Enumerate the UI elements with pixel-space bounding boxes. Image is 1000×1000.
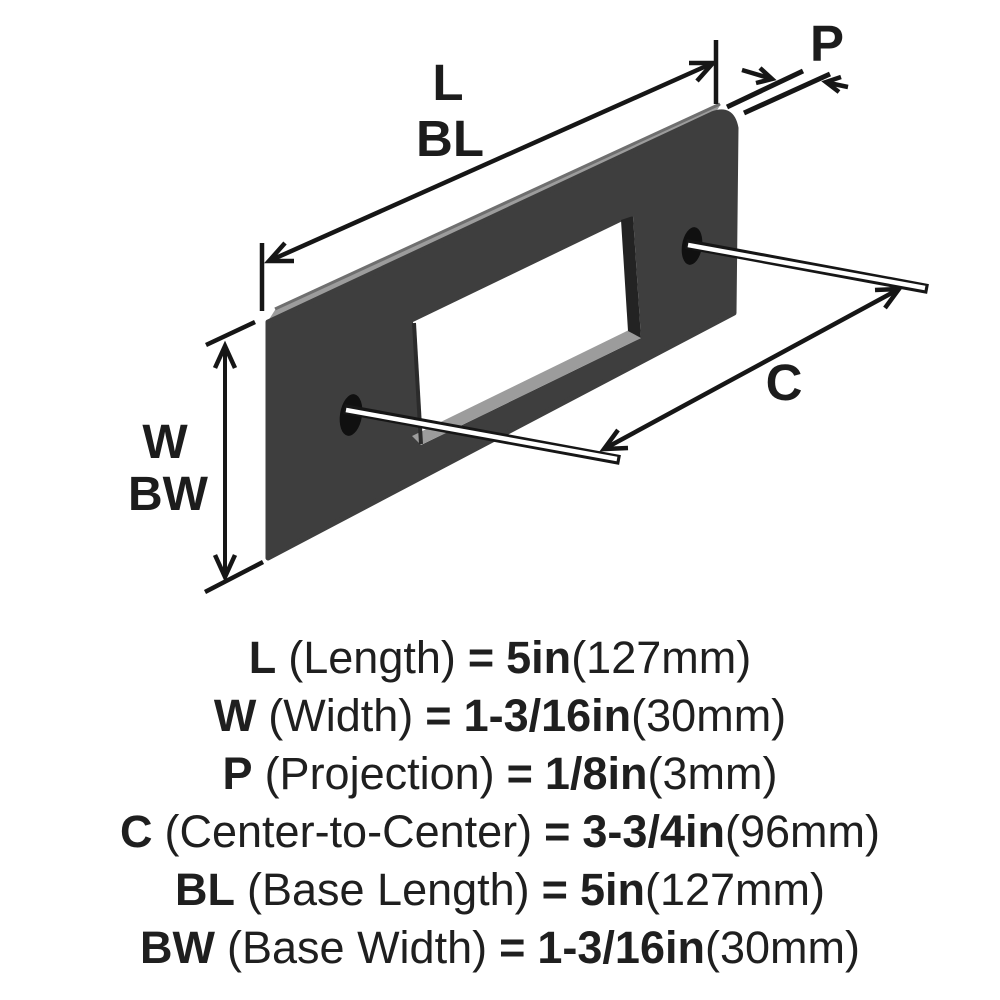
spec-metric: (3mm) <box>647 748 778 799</box>
left-hole-callout <box>345 407 618 462</box>
center-dim-left-arrow <box>599 428 629 452</box>
width-dim-bottom-tick <box>203 560 265 594</box>
spec-line-base-length: BL(Base Length)=5in(127mm) <box>0 861 1000 919</box>
spec-metric: (30mm) <box>704 922 860 973</box>
spec-value: 1-3/16in <box>537 922 705 973</box>
cutout-opening <box>413 216 641 445</box>
spec-equals: = <box>467 632 495 683</box>
label-base-length: BL <box>416 110 484 167</box>
label-base-width: BW <box>128 468 209 521</box>
length-dim-line <box>268 60 714 264</box>
center-dim-right-arrow <box>874 286 904 310</box>
spec-code: P <box>222 748 253 799</box>
backplate-isometric-drawing: L BL P C W BW <box>128 15 929 594</box>
projection-right-arrow <box>821 74 842 94</box>
length-dim-left-arrow <box>263 241 294 264</box>
spec-equals: = <box>541 864 568 915</box>
projection-far-edge-mark <box>742 71 832 116</box>
label-center-to-center: C <box>766 354 803 411</box>
spec-name: (Projection) <box>264 748 495 799</box>
spec-metric: (127mm) <box>571 632 752 683</box>
hole-callout-lines <box>343 239 929 465</box>
spec-code: L <box>248 632 277 683</box>
projection-right-arrow-shaft <box>828 80 849 90</box>
width-dim-bottom-arrow <box>212 554 238 583</box>
spec-name: (Length) <box>288 632 456 683</box>
spec-line-projection: P(Projection)=1/8in(3mm) <box>0 745 1000 803</box>
spec-value: 5in <box>506 632 572 683</box>
cutout-inner-bottom-surface <box>412 330 641 445</box>
projection-left-arrow <box>755 66 777 86</box>
spec-metric: (96mm) <box>724 806 880 857</box>
spec-name: (Base Length) <box>246 864 530 915</box>
spec-equals: = <box>499 922 526 973</box>
spec-equals: = <box>425 690 452 741</box>
spec-code: BL <box>174 864 235 915</box>
label-projection: P <box>810 15 844 72</box>
spec-name: (Width) <box>268 690 414 741</box>
label-width: W <box>142 416 188 469</box>
spec-value: 3-3/4in <box>582 806 725 857</box>
plate-top-far-edge <box>274 102 721 311</box>
spec-name: (Center-to-Center) <box>164 806 533 857</box>
spec-equals: = <box>544 806 571 857</box>
spec-value: 5in <box>579 864 645 915</box>
center-dim-line <box>602 287 901 451</box>
label-length: L <box>432 54 463 111</box>
cutout-inner-right-surface <box>621 216 641 338</box>
spec-code: BW <box>140 922 216 973</box>
right-hole-callout <box>687 242 926 291</box>
projection-near-edge-mark <box>725 68 805 110</box>
spec-metric: (127mm) <box>644 864 826 915</box>
spec-code: C <box>120 806 153 857</box>
spec-list: L(Length)=5in(127mm) W(Width)=1-3/16in(3… <box>0 629 1000 977</box>
projection-left-arrow-shaft <box>741 67 770 81</box>
spec-equals: = <box>506 748 533 799</box>
length-dim-right-arrow <box>689 60 719 83</box>
spec-name: (Base Width) <box>227 922 488 973</box>
width-dim-top-tick <box>205 319 256 348</box>
spec-metric: (30mm) <box>631 690 787 741</box>
spec-code: W <box>213 690 257 741</box>
dimension-lines <box>203 40 904 594</box>
spec-line-length: L(Length)=5in(127mm) <box>0 629 1000 687</box>
spec-value: 1-3/16in <box>463 690 632 741</box>
spec-line-width: W(Width)=1-3/16in(30mm) <box>0 687 1000 745</box>
spec-line-base-width: BW(Base Width)=1-3/16in(30mm) <box>0 919 1000 977</box>
spec-value: 1/8in <box>544 748 648 799</box>
width-dim-top-arrow <box>212 340 238 369</box>
spec-line-center-to-center: C(Center-to-Center)=3-3/4in(96mm) <box>0 803 1000 861</box>
